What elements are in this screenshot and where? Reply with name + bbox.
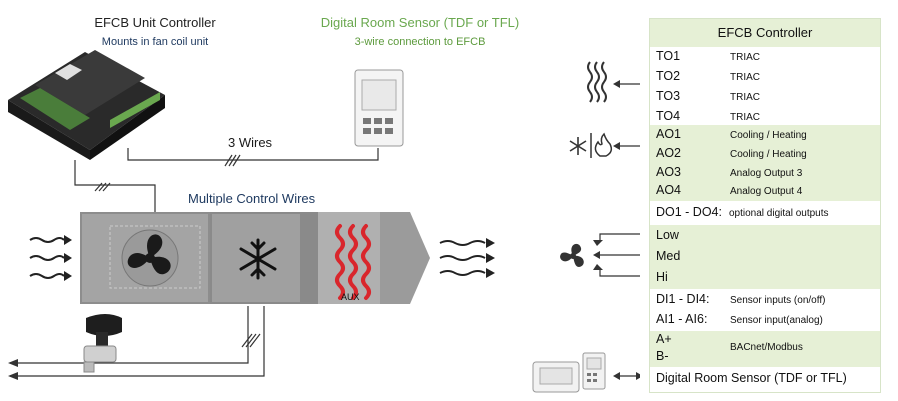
wires-label: 3 Wires xyxy=(228,135,273,150)
input-name: AI1 - AI6: xyxy=(656,312,708,326)
triac-section: TO1 TRIAC TO2 TRIAC TO3 TRIAC TO4 TRIAC xyxy=(650,47,880,145)
analog-name: AO2 xyxy=(656,146,682,160)
fan-speed-low: Low xyxy=(656,228,679,242)
controller-table: EFCB Controller TO1 TRIAC TO2 TRIAC TO3 … xyxy=(649,18,881,393)
table-header: EFCB Controller xyxy=(650,19,880,47)
air-in-arrows xyxy=(29,237,65,279)
flame-icon xyxy=(594,132,613,157)
room-sensor-row: Digital Room Sensor (TDF or TFL) xyxy=(650,367,880,391)
analog-value: Analog Output 4 xyxy=(730,186,803,197)
room-sensor-title: Digital Room Sensor (TDF or TFL) xyxy=(320,15,520,30)
input-value: Sensor inputs (on/off) xyxy=(730,295,826,306)
snowflake-icon xyxy=(569,137,587,155)
fan-speed-section: Low Med Hi xyxy=(650,225,880,289)
fan-icon xyxy=(127,234,171,275)
analog-name: AO3 xyxy=(656,165,682,179)
analog-value: Analog Output 3 xyxy=(730,168,803,179)
triac-name: TO2 xyxy=(656,69,681,83)
bus-a: A+ xyxy=(656,332,672,346)
bus-section: A+ B- BACnet/Modbus xyxy=(650,331,880,367)
bus-b: B- xyxy=(656,349,669,363)
room-sensor-icon xyxy=(532,352,606,393)
analog-value: Cooling / Heating xyxy=(730,149,807,160)
analog-name: AO4 xyxy=(656,183,682,197)
analog-value: Cooling / Heating xyxy=(730,130,807,141)
digital-output-name: DO1 - DO4: xyxy=(656,205,722,219)
analog-name: AO1 xyxy=(656,127,682,141)
unit-controller-subtitle: Mounts in fan coil unit xyxy=(101,36,209,48)
aux-label: AUX xyxy=(341,292,360,302)
digital-output-row: DO1 - DO4: optional digital outputs xyxy=(650,201,880,225)
triac-value: TRIAC xyxy=(730,92,760,103)
digital-output-value: optional digital outputs xyxy=(729,208,829,219)
unit-controller-title: EFCB Unit Controller xyxy=(94,15,216,30)
control-wires-label: Multiple Control Wires xyxy=(188,191,316,206)
fan-speed-hi: Hi xyxy=(656,270,668,284)
room-sensor-icon xyxy=(354,69,404,147)
room-sensor-subtitle: 3-wire connection to EFCB xyxy=(354,36,486,48)
heat-coil-icon xyxy=(335,224,371,300)
snowflake-icon xyxy=(239,238,277,280)
heat-wave-icon xyxy=(587,61,607,103)
controller-board-icon xyxy=(8,50,165,160)
input-name: DI1 - DI4: xyxy=(656,292,710,306)
analog-section: AO1 Cooling / Heating AO2 Cooling / Heat… xyxy=(650,125,880,201)
fan-coil-diagram xyxy=(8,50,640,393)
input-value: Sensor input(analog) xyxy=(730,315,823,326)
triac-name: TO1 xyxy=(656,49,681,63)
triac-name: TO3 xyxy=(656,89,681,103)
inputs-section: DI1 - DI4: Sensor inputs (on/off) AI1 - … xyxy=(650,289,880,331)
air-out-arrows xyxy=(439,240,486,276)
triac-value: TRIAC xyxy=(730,52,760,63)
fan-icon xyxy=(560,243,584,267)
triac-name: TO4 xyxy=(656,109,681,123)
triac-value: TRIAC xyxy=(730,72,760,83)
bus-value: BACnet/Modbus xyxy=(730,342,803,353)
triac-value: TRIAC xyxy=(730,112,760,123)
fan-speed-med: Med xyxy=(656,249,681,263)
valve-actuator-icon xyxy=(83,314,122,373)
room-sensor-row-label: Digital Room Sensor (TDF or TFL) xyxy=(656,371,847,385)
